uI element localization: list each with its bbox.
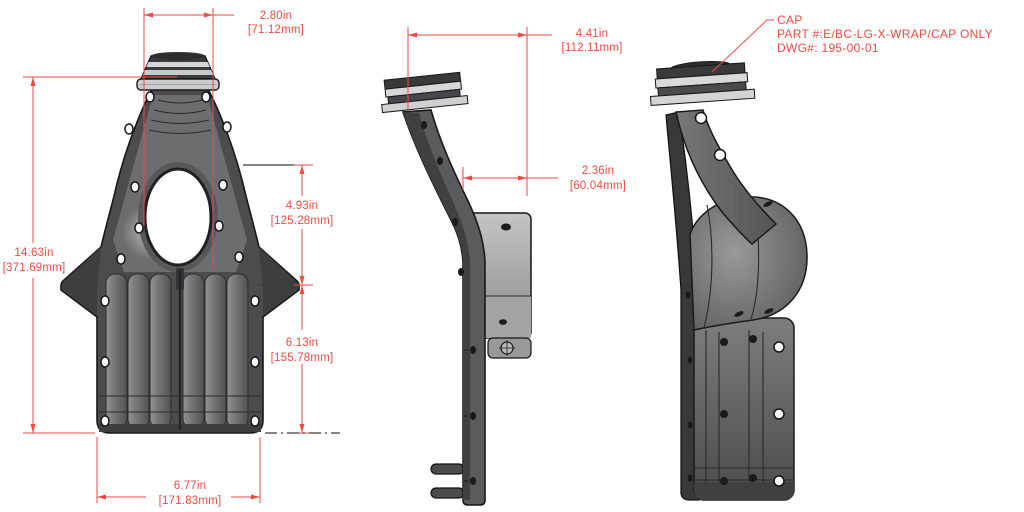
callout-title: CAP: [777, 13, 803, 27]
dim-base-width-mm: [171.83mm]: [159, 495, 222, 507]
side-hook-tab-lower: [430, 487, 465, 499]
dim-bracket-depth-mm: [60.04mm]: [570, 180, 626, 192]
dim-depth-in: 4.41in: [576, 28, 609, 40]
front-ribs: [105, 273, 249, 429]
iso-base-plate: [693, 317, 795, 501]
iso-left-strap: [665, 111, 700, 501]
side-cap: [381, 71, 469, 114]
dim-bracket-depth-in: 2.36in: [582, 165, 615, 177]
side-view: [381, 71, 532, 506]
dim-mid-height-mm: [125.28mm]: [271, 215, 334, 227]
dimension-lower-height: 6.13in [155.78mm]: [265, 285, 340, 434]
front-oval-cutout: [143, 167, 213, 267]
callout-dwg-number: DWG#: 195-00-01: [777, 41, 879, 55]
dimension-cap-width: 2.80in [71.12mm]: [143, 8, 304, 268]
front-left-wing-face: [62, 247, 101, 316]
dim-depth-mm: [112.11mm]: [561, 42, 622, 54]
cap-callout: CAP PART #:E/BC-LG-X-WRAP/CAP ONLY DWG#:…: [711, 13, 993, 73]
dimension-bracket-depth: 2.36in [60.04mm]: [462, 165, 626, 192]
front-view: [60, 52, 300, 434]
side-strap-shade: [403, 112, 470, 500]
dimension-mid-height: 4.93in [125.28mm]: [243, 164, 334, 286]
iso-arm-hole-1: [694, 111, 708, 125]
front-right-wing-face: [259, 247, 298, 316]
dimension-overall-height: 14.63in [371.69mm]: [3, 76, 177, 434]
dimension-base-width: 6.77in [171.83mm]: [96, 437, 261, 507]
iso-drum-seam-left: [703, 204, 713, 329]
side-strap: [401, 109, 486, 506]
iso-arm: [675, 109, 778, 245]
iso-cap: [649, 61, 756, 106]
callout-leader-line: [711, 19, 774, 73]
callout-part-number: PART #:E/BC-LG-X-WRAP/CAP ONLY: [777, 27, 993, 41]
side-hook-tab-upper: [430, 463, 465, 475]
front-neck-ridges: [148, 99, 212, 135]
dimension-depth: 4.41in [112.11mm]: [407, 27, 622, 196]
dim-lower-height-mm: [155.78mm]: [271, 352, 334, 364]
callout-leader-arrow: [712, 62, 723, 72]
dim-overall-height-mm: [371.69mm]: [3, 262, 66, 274]
side-strap-holes: [421, 121, 476, 485]
dim-mid-height-in: 4.93in: [286, 200, 319, 212]
iso-view: [649, 61, 808, 501]
front-cap: [136, 52, 220, 91]
iso-arm-hole-2: [713, 148, 727, 162]
dim-lower-height-in: 6.13in: [286, 337, 319, 349]
dim-cap-width-in: 2.80in: [260, 10, 293, 22]
iso-left-strap-holes: [685, 291, 693, 482]
dim-cap-width-mm: [71.12mm]: [248, 24, 304, 36]
dim-overall-height-in: 14.63in: [14, 247, 53, 259]
front-rivet-holes: [100, 91, 260, 427]
dim-base-width-in: 6.77in: [174, 480, 207, 492]
